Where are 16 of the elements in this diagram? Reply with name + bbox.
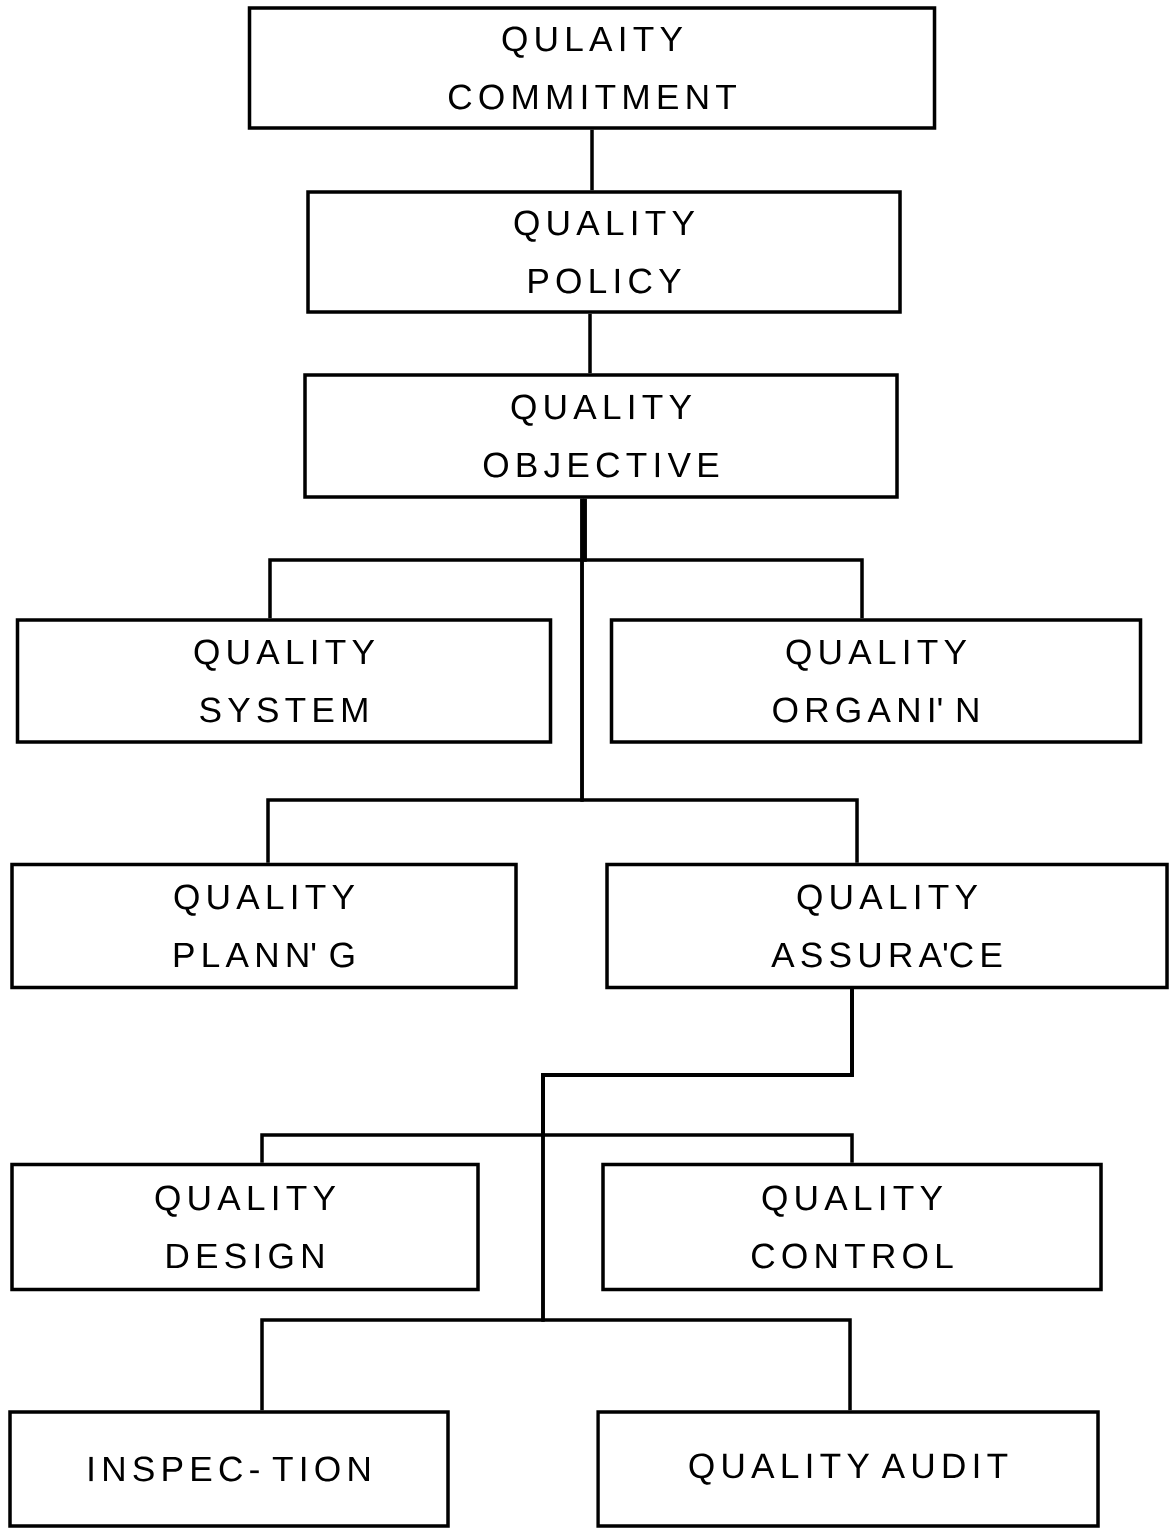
- process-box: QUALITY PLANN' G: [10, 862, 518, 990]
- connector-line: [580, 498, 859, 863]
- process-box: QUALITY ASSURA'CE: [605, 862, 1169, 990]
- process-box: QUALITY POLICY: [306, 190, 902, 314]
- connector-line: [583, 498, 864, 619]
- process-box: QUALITY SYSTEM: [15, 618, 553, 744]
- process-box: QUALITY OBJECTIVE: [303, 373, 899, 499]
- process-box: QULAITY COMMITMENT: [247, 6, 937, 130]
- process-box: QUALITY DESIGN: [10, 1162, 480, 1292]
- process-box: QUALITY AUDIT: [596, 1410, 1100, 1528]
- connector-line: [541, 989, 854, 1411]
- connector-line: [588, 313, 592, 374]
- process-box: QUALITY CONTROL: [601, 1162, 1103, 1292]
- connector-line: [590, 129, 594, 191]
- process-box: QUALITY ORGANI' N: [609, 618, 1143, 744]
- process-box: INSPEC- TION: [8, 1410, 450, 1528]
